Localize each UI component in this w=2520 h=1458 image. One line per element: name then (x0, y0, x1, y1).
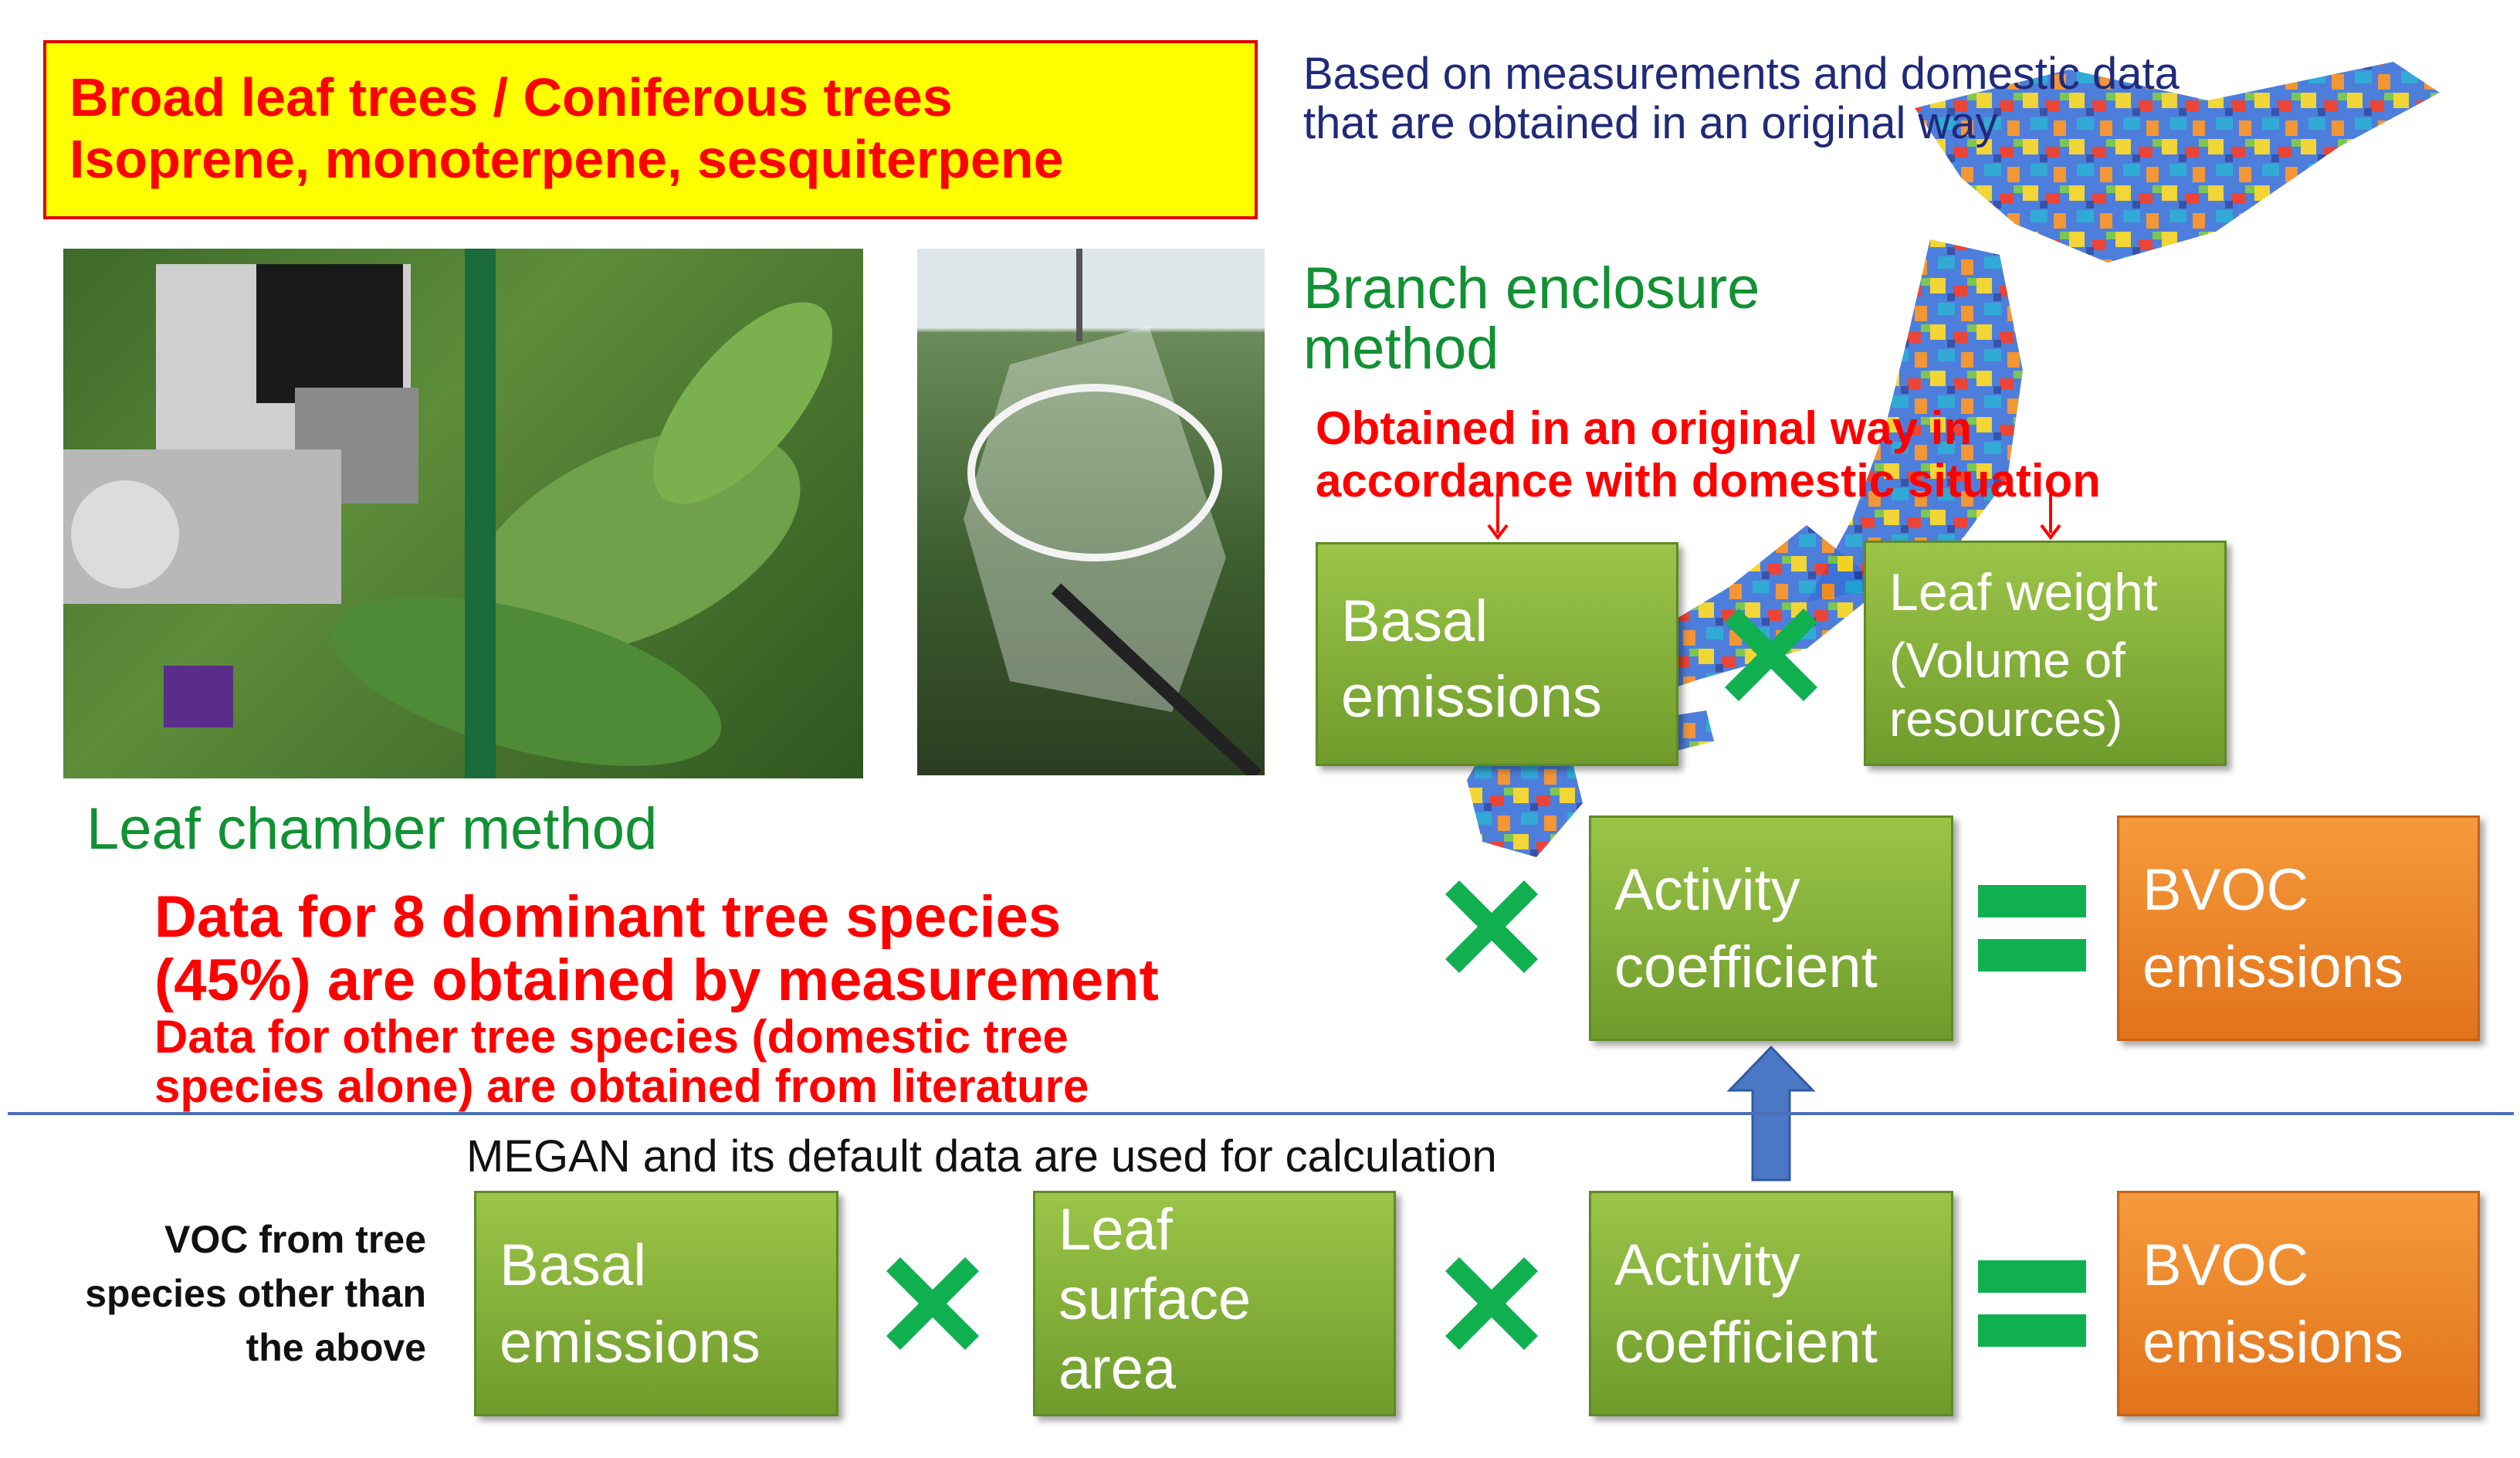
voc-label-line-1: VOC from tree (164, 1218, 426, 1261)
equals-icon (1978, 1260, 2086, 1347)
leaf-surface-area-box: Leaf surface area (1033, 1191, 1396, 1416)
multiply-icon (886, 1257, 979, 1350)
leaf-area-line-3: area (1058, 1336, 1177, 1402)
down-arrow-icon (2040, 494, 2061, 541)
title-box: Broad leaf trees / Coniferous trees Isop… (43, 40, 1258, 219)
divider-line (8, 1112, 2514, 1115)
leaf-weight-line-2: (Volume of (1889, 632, 2125, 688)
lower-basal-line-1: Basal (500, 1233, 647, 1298)
leaf-area-line-1: Leaf (1058, 1197, 1173, 1263)
lower-bvoc-line-2: emissions (2142, 1310, 2403, 1375)
upper-basal-line-1: Basal (1341, 588, 1489, 654)
title-line-1: Broad leaf trees / Coniferous trees (69, 67, 953, 127)
upper-bvoc-emissions-box: BVOC emissions (2117, 815, 2480, 1041)
voc-label-line-3: the above (246, 1326, 426, 1369)
lower-activity-coefficient-box: Activity coefficient (1589, 1191, 1953, 1416)
leaf-area-line-2: surface (1058, 1266, 1252, 1332)
title-line-2: Isoprene, monoterpene, sesquiterpene (69, 129, 1064, 189)
obtained-note-line-2: accordance with domestic situation (1316, 455, 2101, 507)
measurement-note-line-2: (45%) are obtained by measurement (154, 948, 1159, 1013)
lower-bvoc-line-1: BVOC (2142, 1233, 2309, 1298)
voc-label-line-2: species other than (85, 1272, 426, 1315)
multiply-icon (1725, 609, 1817, 701)
upper-bvoc-line-1: BVOC (2142, 857, 2309, 923)
upper-basal-line-2: emissions (1341, 664, 1602, 730)
lower-bvoc-emissions-box: BVOC emissions (2117, 1191, 2480, 1416)
original-data-note-line-2: that are obtained in an original way (1303, 98, 1998, 148)
measurement-note-line-1: Data for 8 dominant tree species (154, 884, 1062, 950)
upper-activity-line-1: Activity (1614, 857, 1800, 923)
measurement-note-line-4: species alone) are obtained from literat… (154, 1060, 1089, 1112)
upper-activity-line-2: coefficient (1614, 934, 1878, 1000)
upper-bvoc-line-2: emissions (2142, 934, 2403, 1000)
leaf-chamber-photo (63, 249, 863, 778)
multiply-icon (1445, 1257, 1538, 1350)
leaf-weight-box: Leaf weight (Volume of resources) (1864, 541, 2227, 766)
branch-method-label-line-1: Branch enclosure (1303, 256, 1760, 321)
voc-label: VOC from tree species other than the abo… (15, 1212, 426, 1375)
leaf-weight-line-3: resources) (1889, 691, 2123, 747)
leaf-chamber-label: Leaf chamber method (86, 796, 658, 862)
megan-label: MEGAN and its default data are used for … (466, 1131, 1497, 1182)
branch-method-label-line-2: method (1303, 316, 1499, 381)
original-data-note-line-1: Based on measurements and domestic data (1303, 49, 2180, 99)
upper-basal-emissions-box: Basal emissions (1316, 542, 1678, 766)
equals-icon (1978, 885, 2086, 971)
down-arrow-icon (1487, 494, 1509, 541)
lower-basal-emissions-box: Basal emissions (474, 1191, 838, 1416)
lower-basal-line-2: emissions (500, 1310, 760, 1375)
leaf-weight-line-1: Leaf weight (1889, 563, 2158, 622)
lower-activity-line-1: Activity (1614, 1233, 1800, 1298)
lower-activity-line-2: coefficient (1614, 1310, 1878, 1375)
multiply-icon (1445, 880, 1538, 973)
obtained-note-line-1: Obtained in an original way in (1316, 402, 1973, 454)
measurement-note-line-3: Data for other tree species (domestic tr… (154, 1011, 1069, 1063)
upper-activity-coefficient-box: Activity coefficient (1589, 815, 1953, 1041)
branch-enclosure-photo (917, 249, 1265, 775)
